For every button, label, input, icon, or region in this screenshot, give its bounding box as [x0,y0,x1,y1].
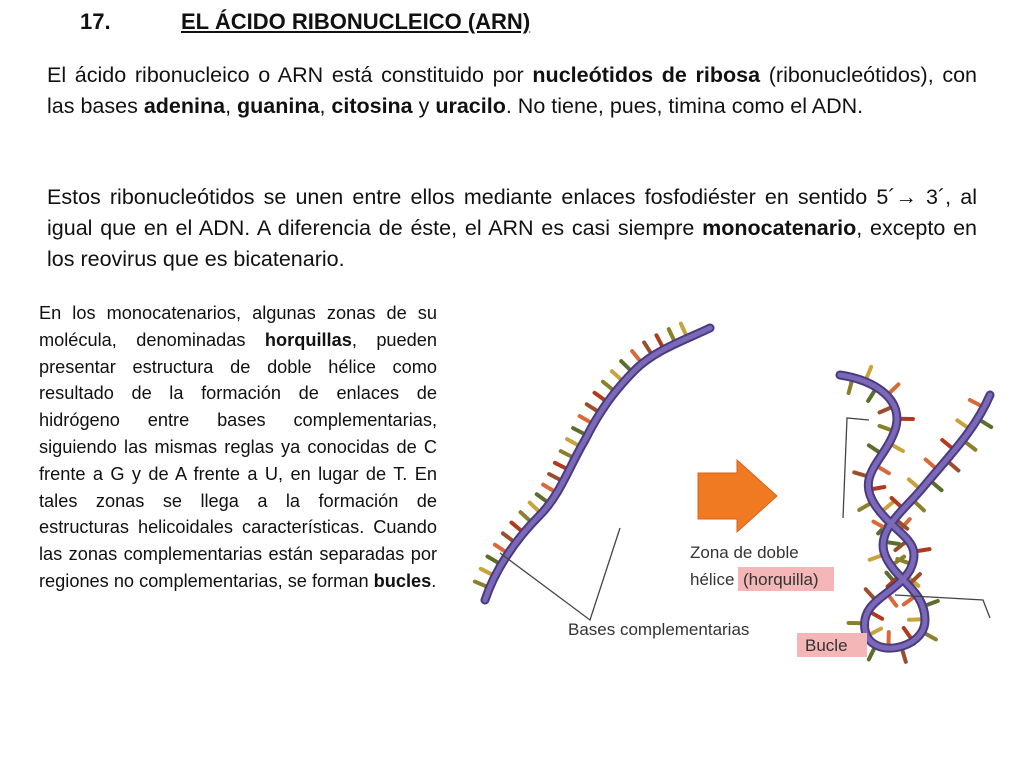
label-helice: hélice [690,570,734,589]
bold-term: uracilo [435,94,506,118]
bold-term: bucles [373,570,432,591]
label-horquilla: (horquilla) [743,570,819,589]
text-run: (ribonucleótidos), con las bases [47,63,978,118]
text-run: , excepto en los reovirus que es bicaten… [47,216,978,271]
paragraph-2: Estos ribonucleótidos se unen entre ello… [47,182,977,275]
label-bases-complementarias: Bases complementarias [568,620,749,639]
text-run: y [412,94,436,118]
text-run: . [431,570,437,591]
horquilla-highlight [738,567,834,591]
bold-term: nucleótidos de ribosa [532,63,761,87]
text-run: El ácido ribonucleico o ARN está constit… [47,63,533,87]
side-paragraph: En los monocatenarios, algunas zonas de … [39,300,437,595]
hairpin-strand-backbone [835,370,995,653]
bucle-highlight [797,633,867,657]
text-run: , [319,94,332,118]
text-run: Estos ribonucleótidos se unen entre ello… [47,185,977,240]
bold-term: horquillas [264,329,352,350]
rna-hairpin-figure: Zona de doble hélice (horquilla) Bases c… [472,321,995,664]
text-run: En los monocatenarios, algunas zonas de … [39,303,437,350]
label-bucle: Bucle [805,636,848,655]
label-zona-doble: Zona de doble [690,543,799,562]
bold-term: adenina [143,94,226,118]
bold-term: guanina [237,94,320,118]
section-number: 17. [80,9,111,34]
left-strand-backbone [480,323,715,605]
bold-term: monocatenario [702,216,857,240]
paragraph-1: El ácido ribonucleico o ARN está constit… [47,60,977,122]
orange-arrow-icon [697,458,778,534]
annotation-bracket-lines [499,417,991,622]
section-title: EL ÁCIDO RIBONUCLEICO (ARN) [181,9,531,34]
text-run: . No tiene, pues, timina como el ADN. [505,94,864,118]
bold-term: citosina [331,94,413,118]
text-run: , pueden presentar estructura de doble h… [39,329,438,591]
text-run: , [225,94,238,118]
